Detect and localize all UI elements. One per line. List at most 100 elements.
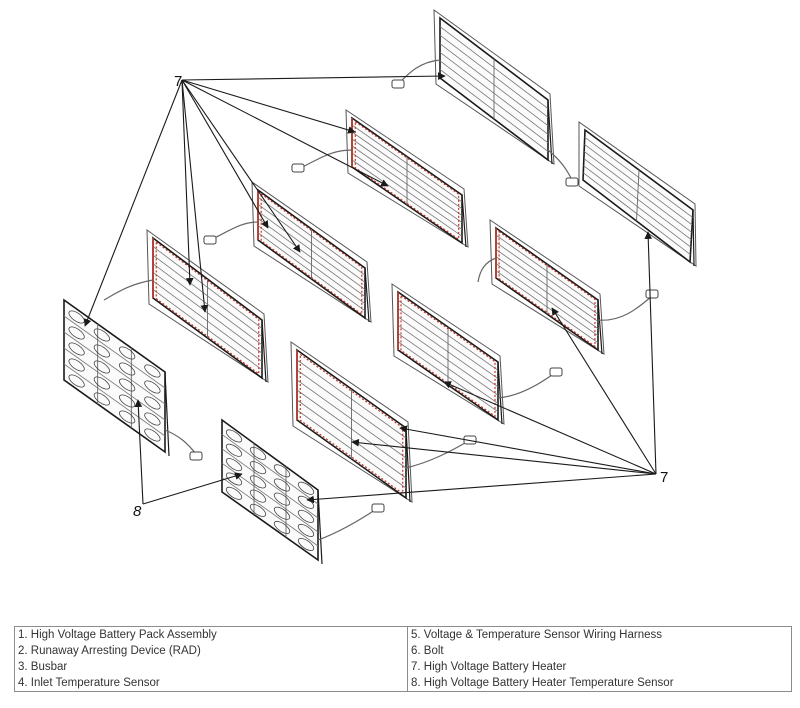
cell-outline xyxy=(119,362,136,376)
legend-row: 1. High Voltage Battery Pack Assembly 5.… xyxy=(14,626,792,643)
harness-connector xyxy=(291,163,305,173)
cell-outline xyxy=(273,478,291,492)
panel-edge xyxy=(597,299,603,355)
battery-module xyxy=(221,418,323,565)
legend-item-3: 3. Busbar xyxy=(14,659,408,675)
leader-line xyxy=(134,399,144,505)
harness-wire xyxy=(597,295,653,321)
cell-outline xyxy=(144,428,161,442)
harness-wire xyxy=(209,221,259,241)
panel-rib xyxy=(63,315,166,389)
battery-module xyxy=(345,109,469,248)
battery-heater-exploded-diagram: 7 7 8 xyxy=(63,9,697,565)
harness-wire xyxy=(317,507,379,541)
leader-line xyxy=(443,381,657,475)
battery-module xyxy=(391,283,505,425)
cell-outline xyxy=(297,537,315,551)
harness-wire xyxy=(164,429,197,455)
callout-7-right: 7 xyxy=(660,469,668,486)
cell-outline xyxy=(119,410,136,424)
leader-line xyxy=(181,79,269,229)
cell-outline xyxy=(119,346,136,360)
harness-wire xyxy=(497,371,557,399)
harness-connector xyxy=(645,289,659,299)
leader-line xyxy=(142,472,243,505)
battery-module xyxy=(146,229,269,383)
parts-legend-table: 1. High Voltage Battery Pack Assembly 5.… xyxy=(14,626,792,692)
panel-divider xyxy=(636,169,640,222)
cell-outline xyxy=(225,443,243,457)
harness-wire xyxy=(547,149,573,181)
leader-line xyxy=(83,79,183,327)
panel-rib xyxy=(221,434,319,505)
panel-rib xyxy=(221,477,319,547)
battery-module xyxy=(63,298,170,457)
wiring-harness xyxy=(103,59,659,541)
panel-edge xyxy=(164,371,170,457)
legend-item-2: 2. Runaway Arresting Device (RAD) xyxy=(14,643,408,659)
leader-line xyxy=(306,473,657,504)
panel-edge xyxy=(692,209,695,267)
leader-line xyxy=(181,79,389,187)
harness-connector xyxy=(371,503,385,513)
cell-outline xyxy=(249,446,267,460)
heater-outline xyxy=(400,294,496,418)
panel-rib xyxy=(63,347,166,421)
cell-outline xyxy=(249,461,267,475)
cell-outline xyxy=(68,358,85,372)
leader-line xyxy=(181,79,356,134)
panel-edge xyxy=(405,427,411,503)
cell-outline xyxy=(93,328,110,342)
panel-edge xyxy=(364,267,370,323)
battery-module xyxy=(489,219,605,355)
harness-wire xyxy=(397,59,441,85)
cell-outline xyxy=(93,360,110,374)
leader-line xyxy=(181,72,446,81)
cell-outline xyxy=(144,364,161,378)
harness-connector xyxy=(391,79,405,89)
leader-lines xyxy=(83,72,657,505)
leader-line xyxy=(181,79,301,253)
battery-module xyxy=(251,181,372,323)
callout-7-top: 7 xyxy=(174,73,182,90)
leader-line xyxy=(181,79,194,286)
panel-rib xyxy=(63,331,166,405)
panel-rib xyxy=(63,363,166,437)
harness-wire xyxy=(405,439,471,469)
heater-outline xyxy=(354,120,460,241)
harness-wire xyxy=(477,257,497,283)
cell-outline xyxy=(225,458,243,472)
legend-item-6: 6. Bolt xyxy=(407,643,792,659)
cell-outline xyxy=(119,378,136,392)
battery-module xyxy=(578,121,697,267)
harness-connector xyxy=(203,235,217,245)
cell-outline xyxy=(273,506,291,520)
legend-row: 4. Inlet Temperature Sensor 8. High Volt… xyxy=(14,675,792,692)
panel-edge xyxy=(317,489,323,565)
leader-line xyxy=(399,425,657,475)
cell-outline xyxy=(297,523,315,537)
legend-row: 2. Runaway Arresting Device (RAD) 6. Bol… xyxy=(14,643,792,659)
leader-line xyxy=(181,79,209,313)
battery-module xyxy=(433,9,555,165)
legend-item-8: 8. High Voltage Battery Heater Temperatu… xyxy=(407,675,792,692)
cell-outline xyxy=(68,342,85,356)
cell-outline xyxy=(249,503,267,517)
legend-row: 3. Busbar 7. High Voltage Battery Heater xyxy=(14,659,792,675)
callout-8: 8 xyxy=(133,503,142,520)
panel-edge xyxy=(261,319,267,383)
cell-outline xyxy=(68,326,85,340)
panel-edge xyxy=(497,361,503,425)
harness-wire xyxy=(103,279,154,301)
harness-connector xyxy=(565,177,579,187)
cell-outline xyxy=(144,396,161,410)
harness-connector xyxy=(549,367,563,377)
cell-outline xyxy=(144,412,161,426)
leader-line xyxy=(351,438,657,475)
cell-outline xyxy=(249,489,267,503)
legend-item-7: 7. High Voltage Battery Heater xyxy=(407,659,792,675)
legend-item-1: 1. High Voltage Battery Pack Assembly xyxy=(14,626,408,643)
cell-outline xyxy=(225,429,243,443)
leader-line xyxy=(644,231,657,475)
cell-outline xyxy=(297,481,315,495)
